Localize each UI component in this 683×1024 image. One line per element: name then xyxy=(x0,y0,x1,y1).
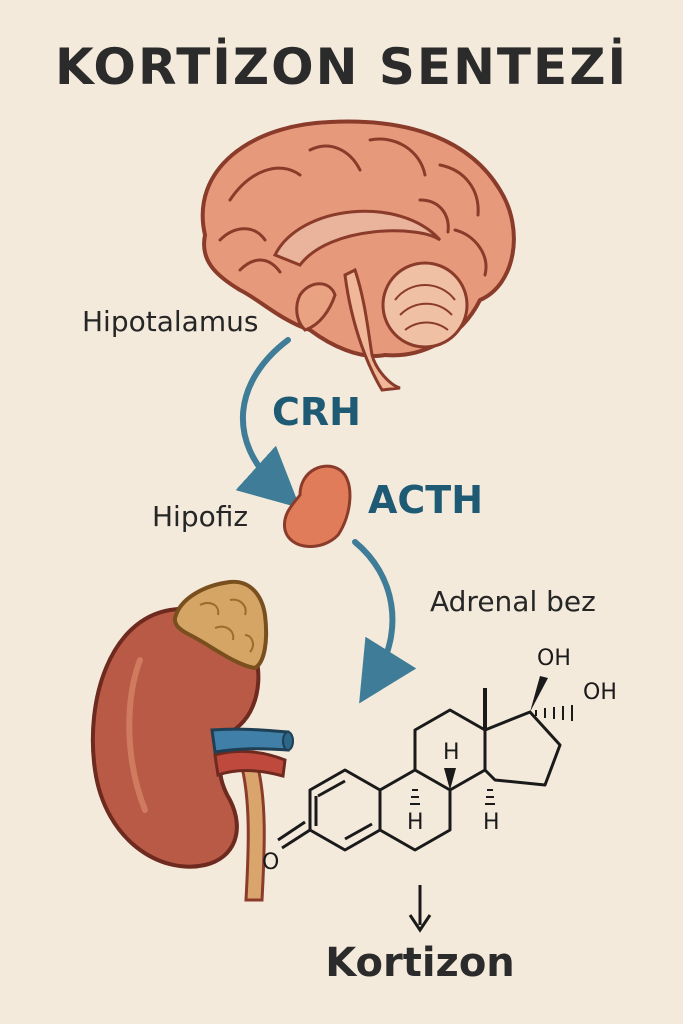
h-lower-left-label: H xyxy=(407,810,424,835)
pituitary-label: Hipofiz xyxy=(152,500,249,533)
brain-illustration xyxy=(200,119,516,392)
result-label: Kortizon xyxy=(325,940,515,986)
steroid-molecule xyxy=(277,688,562,852)
oh-side-label: OH xyxy=(583,680,617,705)
page-title: KORTİZON SENTEZİ xyxy=(54,38,629,96)
oh-wedge xyxy=(530,676,548,712)
pituitary-gland xyxy=(282,464,352,548)
kidney-illustration xyxy=(90,579,294,902)
crh-label: CRH xyxy=(272,390,361,434)
h-upper-label: H xyxy=(443,740,460,765)
oxygen-label: O xyxy=(262,850,280,875)
h-hash-lower xyxy=(410,789,495,805)
hypothalamus-label: Hipotalamus xyxy=(82,305,259,338)
h-lower-right-label: H xyxy=(483,810,500,835)
oh-hash xyxy=(535,705,573,721)
oh-top-label: OH xyxy=(537,646,571,671)
h-wedge-upper xyxy=(444,768,456,790)
acth-label: ACTH xyxy=(368,478,484,522)
acth-arrow xyxy=(352,539,417,704)
crh-arrow xyxy=(235,337,301,509)
adrenal-label: Adrenal bez xyxy=(430,585,596,618)
